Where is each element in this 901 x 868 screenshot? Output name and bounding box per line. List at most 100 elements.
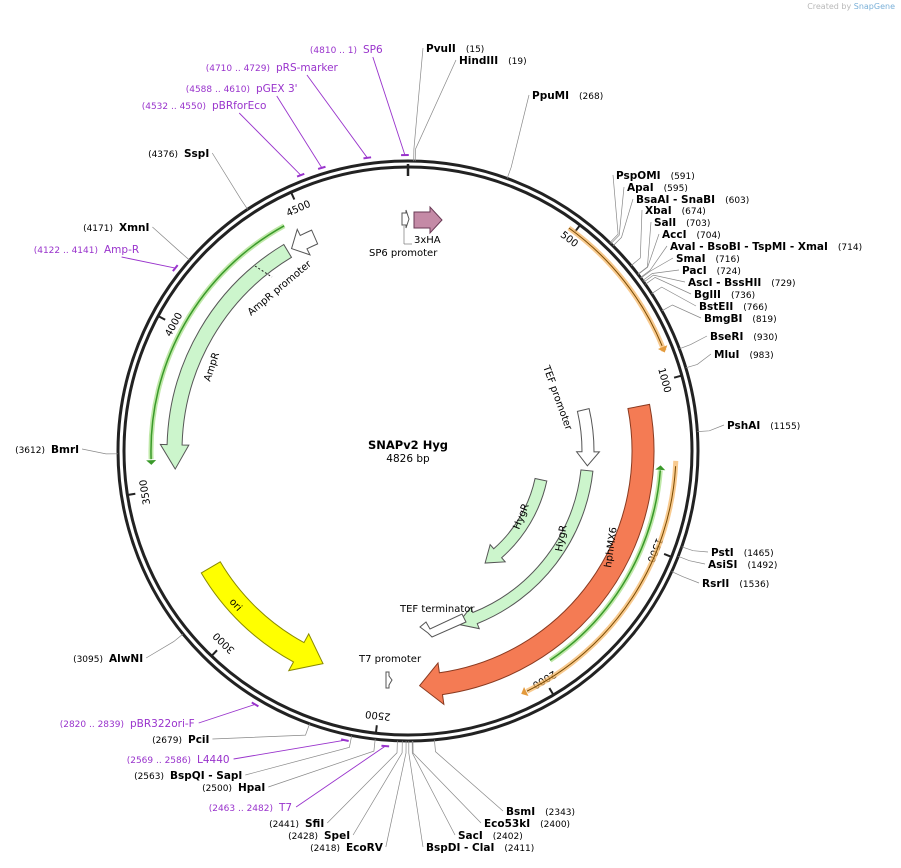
primer-mark xyxy=(340,738,349,742)
primer-site: (4122 .. 4141)Amp-R xyxy=(34,244,139,256)
label-tef-terminator: TEF terminator xyxy=(399,604,475,615)
tick-mark xyxy=(663,552,672,558)
enzyme-site: EcoRV(2418) xyxy=(310,842,384,854)
enzyme-name: PshAI xyxy=(727,420,760,432)
enzyme-position: (2343) xyxy=(545,808,575,818)
enzyme-site: HpaI(2500) xyxy=(202,782,265,794)
primer-range: (4710 .. 4729) xyxy=(206,64,270,74)
label-t7-promoter: T7 promoter xyxy=(358,654,422,665)
enzyme-site: BmgBI(819) xyxy=(704,313,777,325)
feature-t7-promoter xyxy=(385,671,393,689)
enzyme-connector xyxy=(327,740,398,824)
enzyme-connector xyxy=(412,740,482,824)
enzyme-name: XbaI xyxy=(645,205,672,217)
orf-arrow-top-core xyxy=(568,227,663,346)
enzyme-site: SfiI(2441) xyxy=(269,818,324,830)
enzyme-position: (268) xyxy=(579,92,603,102)
enzyme-position: (19) xyxy=(508,57,526,67)
primer-connector xyxy=(372,56,406,156)
enzyme-name: PciI xyxy=(188,734,209,746)
enzyme-position: (3095) xyxy=(73,655,103,665)
enzyme-connector xyxy=(211,152,248,210)
primer-name: pGEX 3' xyxy=(256,83,298,95)
enzyme-position: (704) xyxy=(696,231,720,241)
enzyme-site: BseRI(930) xyxy=(710,331,778,343)
enzyme-connector xyxy=(661,304,702,319)
primer-mark xyxy=(172,264,179,272)
enzyme-connector xyxy=(681,546,709,553)
enzyme-connector xyxy=(630,209,643,266)
feature-hygr-inner xyxy=(484,477,548,564)
enzyme-name: AccI xyxy=(662,229,686,241)
enzyme-name: SalI xyxy=(654,217,676,229)
primer-name: T7 xyxy=(278,802,292,814)
enzyme-connector xyxy=(640,245,668,278)
enzyme-connector xyxy=(411,740,456,836)
primer-site: (4710 .. 4729)pRS-marker xyxy=(206,62,339,74)
enzyme-connector xyxy=(671,571,700,584)
enzyme-position: (930) xyxy=(753,333,777,343)
enzyme-name: BmrI xyxy=(51,444,79,456)
label-3xha: 3xHA xyxy=(414,235,441,246)
enzyme-position: (2428) xyxy=(288,832,318,842)
orf-arrow-right-head xyxy=(521,687,529,696)
primer-mark xyxy=(363,156,372,160)
enzyme-connector xyxy=(640,257,674,279)
enzyme-name: PstI xyxy=(711,547,734,559)
enzyme-position: (4171) xyxy=(83,224,113,234)
primer-connector xyxy=(121,256,176,269)
enzyme-name: SpeI xyxy=(324,830,350,842)
enzyme-connector xyxy=(268,739,376,788)
enzyme-position: (1465) xyxy=(744,549,774,559)
enzyme-position: (983) xyxy=(749,351,773,361)
primer-name: pBR322ori-F xyxy=(130,718,195,730)
tick-mark xyxy=(673,374,683,379)
enzyme-site: BglII(736) xyxy=(694,289,755,301)
enzyme-site: AlwNI(3095) xyxy=(73,653,143,665)
feature-sp6-promoter xyxy=(401,209,410,229)
enzyme-site: BsmI (2343) xyxy=(506,806,575,818)
enzyme-connector xyxy=(642,269,680,281)
enzyme-connector xyxy=(609,174,619,243)
enzyme-name: SacI xyxy=(458,830,483,842)
enzyme-position: (729) xyxy=(771,279,795,289)
primer-site: (4588 .. 4610)pGEX 3' xyxy=(186,83,298,95)
enzyme-connector xyxy=(413,47,424,162)
enzyme-position: (1492) xyxy=(747,561,777,571)
enzyme-site: AscI - BssHII(729) xyxy=(688,277,795,289)
enzyme-connector xyxy=(81,448,119,455)
enzyme-position: (15) xyxy=(466,45,484,55)
feature-hygr-outer xyxy=(456,469,594,630)
enzyme-site: AsiSI (1492) xyxy=(708,559,777,571)
enzyme-position: (2563) xyxy=(134,772,164,782)
primer-site: (4810 .. 1)SP6 xyxy=(310,44,383,56)
feature-tef-promoter xyxy=(575,408,601,467)
enzyme-site: ApaI(595) xyxy=(627,182,688,194)
enzyme-connector xyxy=(685,353,712,369)
primer-connector xyxy=(198,703,256,724)
primer-range: (2569 .. 2586) xyxy=(127,756,191,766)
enzyme-name: AsiSI xyxy=(708,559,737,571)
enzyme-position: (2400) xyxy=(540,820,570,830)
primer-range: (2463 .. 2482) xyxy=(209,804,273,814)
enzyme-connector xyxy=(408,741,424,848)
tick-label: 3500 xyxy=(138,479,153,506)
enzyme-name: SspI xyxy=(184,148,209,160)
enzyme-connector xyxy=(697,424,725,432)
enzyme-position: (591) xyxy=(671,172,695,182)
feature-ampr-promoter xyxy=(290,228,319,256)
enzyme-name: PacI xyxy=(682,265,707,277)
label-ampr: AmpR xyxy=(202,351,222,383)
enzyme-name: MluI xyxy=(714,349,739,361)
enzyme-name: SfiI xyxy=(305,818,324,830)
tick-label: 4500 xyxy=(285,199,313,219)
enzyme-site: SmaI(716) xyxy=(676,253,740,265)
site-labels: PvuII(15)HindIII(19)PpuMI(268)PspOMI(591… xyxy=(15,43,862,854)
enzyme-connector xyxy=(645,276,692,295)
primer-mark xyxy=(317,165,326,170)
enzyme-name: EcoRV xyxy=(346,842,384,854)
primer-connector xyxy=(233,739,345,760)
enzyme-connector xyxy=(678,555,706,565)
enzyme-name: BsmI xyxy=(506,806,535,818)
